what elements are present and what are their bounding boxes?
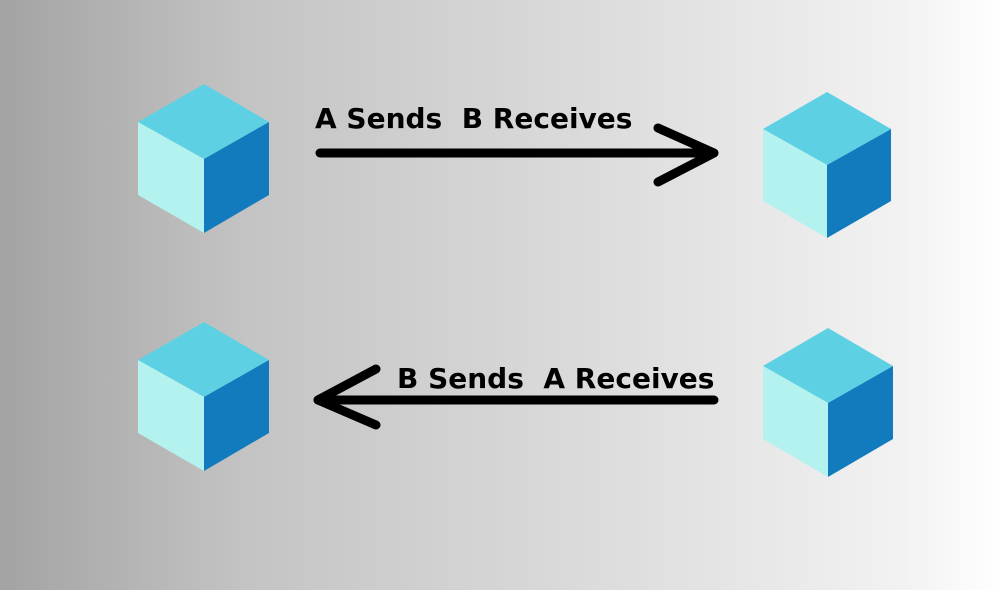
cube-left-face — [138, 122, 204, 233]
cube-top-face — [138, 322, 269, 397]
cube-top-face — [763, 92, 891, 165]
edge-label-a-to-b: A Sends B Receives — [315, 102, 633, 135]
cube-node-a-bottom — [138, 322, 269, 471]
cube-right-face — [204, 360, 269, 471]
cube-node-b-bottom — [763, 328, 893, 477]
cube-right-face — [827, 129, 891, 238]
cube-left-face — [763, 129, 827, 238]
cube-left-face — [138, 360, 204, 471]
cube-right-face — [204, 122, 269, 233]
cube-node-b-top — [763, 92, 891, 238]
arrowhead-left-icon — [313, 364, 381, 430]
cube-right-face — [828, 366, 893, 477]
arrow-b-to-a — [313, 364, 719, 430]
cube-node-a-top — [138, 84, 269, 233]
cube-left-face — [763, 366, 828, 477]
cube-top-face — [763, 328, 893, 403]
edge-label-b-to-a: B Sends A Receives — [397, 362, 715, 395]
cube-top-face — [138, 84, 269, 159]
arrow-a-to-b — [315, 123, 719, 187]
arrowhead-right-icon — [653, 123, 719, 187]
